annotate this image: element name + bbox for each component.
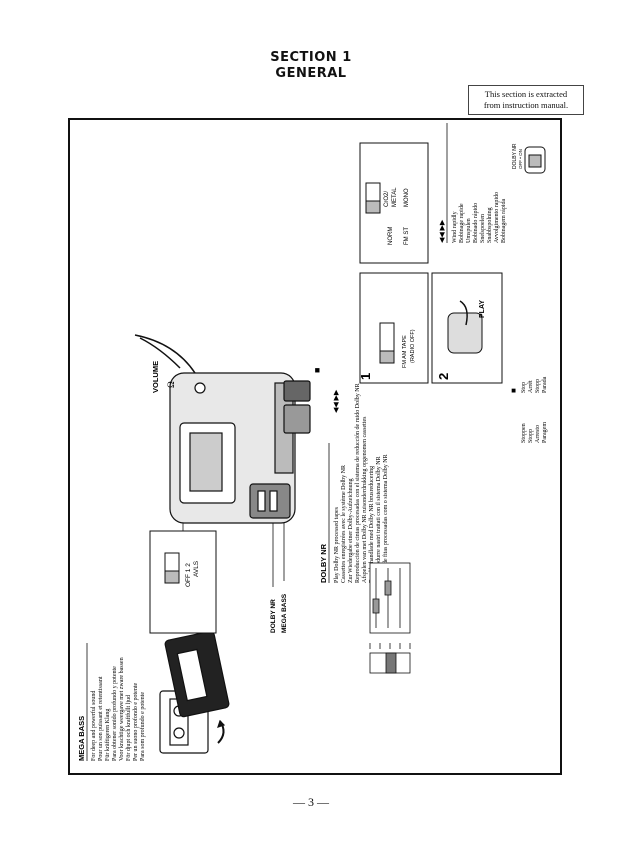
mega-bass-line: Per un suono profondo e potente [132,683,139,761]
volume-callout: VOLUME [151,361,160,393]
avls-switch-sub: AVLS [193,560,200,577]
tape-type-crom: CrO2/ [384,191,390,207]
instruction-illustration: MEGA BASS For deep and powerful sound Po… [77,123,548,761]
cassette-player-body [134,334,311,524]
stop-line: Arrêt [528,380,534,393]
extract-note-line1: This section is extracted [484,89,568,99]
stop-line: Parada [542,376,548,393]
dolby-switch-label: DOLBY NR [512,143,518,169]
dolby-nr-block: DOLBY NR Play Dolby NR processed tapes C… [319,383,389,583]
stop-line: Stopp [535,379,541,393]
wind-line: Bobinage rapide [459,203,465,243]
step1-panel: 1 FM AM TAPE (RADIO OFF) [358,272,429,384]
wind-symbol: ◀◀ ▶▶ [438,219,446,243]
mega-bass-line: For deep and powerful sound [90,691,97,761]
step2-number: 2 [436,373,451,380]
mega-bass-line: För djupt och kraftfullt ljud [125,695,132,761]
wind-line: Wind rapidly [452,211,458,243]
stop-line: Stopp [528,429,534,443]
dolby-nr-line: Leitura de fitas processadas com o siste… [382,454,389,583]
fm-st-label: FM ST [404,227,410,245]
dolby-nr-line: Zur Wiedergabe einer Dolby-Aufzeichnung [347,478,354,583]
avls-switch-label: OFF 1 2 [185,563,192,587]
mega-bass-callout: MEGA BASS [281,593,288,633]
section-number: SECTION 1 [270,50,352,65]
mega-bass-title: MEGA BASS [77,716,86,761]
bass-level-diagram [369,562,411,674]
dolby-nr-line: Band behandlade med Dolby NR brusreducer… [369,466,375,583]
headphone-icon: Ω [166,381,176,388]
page-number: — 3 — [293,795,329,809]
stop-line: Stoppen [521,423,527,443]
dolby-nr-line: Afspelen van met Dolby NR ruisonderdrukk… [361,416,368,583]
dolby-nr-line: Reproducción de cintas procesadas con el… [355,383,361,583]
stop-symbol-callout: ■ [312,368,322,373]
mega-bass-line: Für kräftigeren Klang [104,709,111,761]
tape-type-switch-box: NORM CrO2/ METAL FM ST MONO [359,142,429,264]
wind-line: Bobinado rápido [473,203,479,243]
stop-line: Stop [521,382,527,393]
wind-list: ◀◀ ▶▶ Wind rapidly Bobinage rapide Umspu… [438,123,507,243]
tape-type-metal: METAL [392,187,398,207]
cassette-insert-illustration [159,630,230,754]
extract-note-line2: from instruction manual. [483,100,569,110]
stop-line: Arresto [535,425,541,443]
wind-line: Avvolgimento rapido [494,192,500,243]
wind-symbol-callout: ◀◀ ▶▶ [332,389,340,413]
stop-symbol: ■ [509,388,518,393]
mega-bass-line: Voor krachtige weergave met zware bassen [119,657,125,761]
dolby-nr-switch: DOLBY NR OFF • ON [512,143,546,174]
stop-line: Paragem [542,422,548,443]
tape-type-norm: NORM [388,227,394,245]
dolby-nr-line: Play Dolby NR processed tapes [334,506,340,583]
dolby-nr-line: Cassettes enregistrées avec le système D… [341,465,347,583]
dolby-nr-callout: DOLBY NR [270,599,277,633]
stop-list: ■ Stop Arrêt Stopp Parada Stoppen Stopp … [509,376,548,443]
wind-line: Snelspoelen [480,214,486,243]
instruction-frame [68,118,562,775]
radio-switch-label: FM AM TAPE [402,335,408,368]
step1-number: 1 [358,373,373,380]
avls-switch-box: OFF 1 2 AVLS [149,491,217,634]
mega-bass-line: Para som profundo e potente [139,692,146,761]
section-title: GENERAL [275,66,347,81]
radio-switch-sub: (RADIO OFF) [410,329,416,363]
mono-label: MONO [404,188,410,207]
dolby-nr-line: Per riprodurre nastri trattati con il si… [376,456,382,583]
extract-note: This section is extracted from instructi… [468,85,584,115]
wind-line: Umspulen [466,218,472,243]
dolby-switch-sub: OFF • ON [518,149,523,169]
mega-bass-line: Para obtener sonido profundo y potente [111,666,118,761]
mega-bass-block: MEGA BASS For deep and powerful sound Po… [77,643,146,761]
dolby-nr-title: DOLBY NR [319,543,328,583]
wind-line: Bobinagem rápida [501,199,507,243]
wind-line: Snabbspolning [487,207,493,243]
step2-panel: 2 PLAY [431,272,503,384]
play-callout: PLAY [479,300,486,318]
mega-bass-line: Pour un son puissant et retentissant [98,676,104,761]
